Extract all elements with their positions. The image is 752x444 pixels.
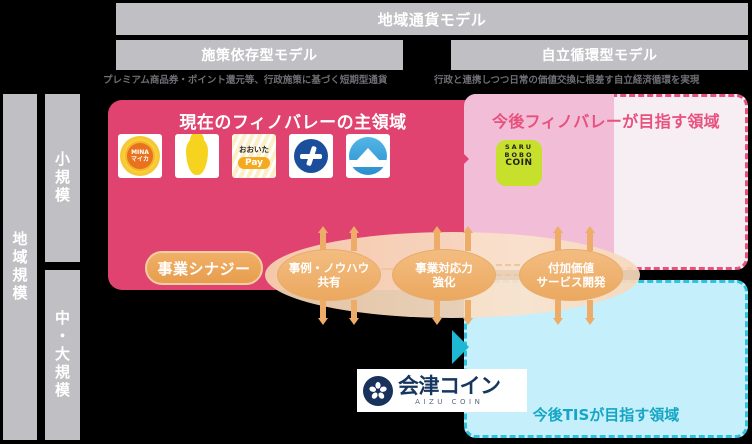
logo-aizu-coin-sub: AIZU COIN	[415, 397, 484, 406]
panel-current-domain-title: 現在のフィノバレーの主領域	[179, 113, 407, 133]
panel-future-tis-title: 今後TISが目指す領域	[532, 406, 680, 424]
app-tile-oita-pay[interactable]: おおいた Pay	[232, 134, 276, 178]
synergy-node-2-line2: 強化	[432, 275, 456, 289]
app-label-sarubobo-line1: SARU	[505, 143, 533, 151]
app-tile-blue-circle[interactable]	[289, 134, 333, 178]
synergy-label: 事業シナジー	[145, 251, 263, 285]
arrow-down-icon	[463, 300, 473, 325]
arrow-down-icon	[318, 300, 328, 325]
synergy-node-2-line1: 事業対応力	[415, 261, 473, 275]
sunflower-icon: MINA マイカ	[118, 134, 162, 178]
arrow-up-icon	[585, 226, 595, 251]
synergy-connector	[496, 264, 520, 266]
app-label-mina-line2: マイカ	[130, 156, 149, 163]
synergy-node-capability: 事業対応力 強化	[392, 249, 496, 301]
app-tile-mina-maica[interactable]: MINA マイカ	[118, 134, 162, 178]
current-domain-app-list: MINA マイカ おおいた Pay	[118, 134, 390, 178]
logo-aizu-coin: 会津コイン AIZU COIN	[357, 369, 527, 412]
axis-small-scale-label: 小規模	[53, 151, 71, 205]
app-tile-gourd[interactable]	[175, 134, 219, 178]
synergy-node-1-line2: 共有	[317, 275, 341, 289]
header-regional-currency-model: 地域通貨モデル	[116, 3, 748, 35]
synergy-node-value-added-service: 付加価値 サービス開発	[519, 249, 623, 301]
arrow-cyan-right-icon	[452, 330, 469, 364]
app-tile-mountain[interactable]	[346, 134, 390, 178]
app-label-mina-line1: MINA	[131, 149, 149, 156]
app-label-oita-line2: Pay	[237, 156, 271, 169]
axis-small-scale: 小規模	[45, 94, 80, 262]
arrow-up-icon	[553, 226, 563, 251]
header-self-sustaining-model: 自立循環型モデル	[451, 40, 748, 70]
axis-region-scale: 地域規模	[3, 94, 37, 440]
arrow-up-icon	[318, 226, 328, 251]
synergy-node-3-line1: 付加価値	[548, 261, 594, 275]
panel-future-finnovalley-title: 今後フィノバレーが目指す領域	[492, 112, 720, 131]
arrow-up-icon	[463, 226, 473, 251]
arrow-down-icon	[585, 300, 595, 325]
arrow-up-icon	[349, 226, 359, 251]
blue-circle-icon	[294, 139, 328, 173]
logo-aizu-coin-main: 会津コイン	[398, 373, 501, 398]
mountain-icon	[349, 137, 387, 175]
arrow-pink-right-icon	[452, 142, 469, 176]
arrow-down-icon	[349, 300, 359, 325]
note-self-sustaining: 行政と連携しつつ日常の価値交換に根差す自立経済循環を実現	[434, 75, 700, 86]
arrow-down-icon	[553, 300, 563, 325]
synergy-connector	[496, 274, 520, 276]
app-label-oita-line1: おおいた	[239, 144, 269, 154]
axis-region-scale-label: 地域規模	[10, 231, 29, 303]
app-tile-sarubobo-coin[interactable]: SARU BOBO COIN	[496, 140, 542, 186]
axis-large-scale-label: 中・大規模	[53, 310, 71, 400]
gourd-icon	[186, 134, 208, 175]
synergy-node-3-line2: サービス開発	[536, 275, 606, 289]
sakura-icon	[363, 375, 393, 406]
axis-large-scale: 中・大規模	[45, 270, 80, 440]
arrow-up-icon	[432, 226, 442, 251]
synergy-node-1-line1: 事例・ノウハウ	[288, 261, 370, 275]
header-policy-dependent-model: 施策依存型モデル	[116, 40, 403, 70]
arrow-down-icon	[432, 300, 442, 325]
synergy-node-knowhow-sharing: 事例・ノウハウ 共有	[277, 249, 381, 301]
app-label-sarubobo-line2: BOBO	[504, 150, 534, 159]
oita-pay-icon: おおいた Pay	[232, 134, 276, 178]
note-policy-dependent: プレミアム商品券・ポイント還元等、行政施策に基づく短期型通貨	[103, 75, 388, 86]
app-label-sarubobo-line3: COIN	[505, 158, 533, 168]
synergy-connector	[381, 268, 393, 270]
